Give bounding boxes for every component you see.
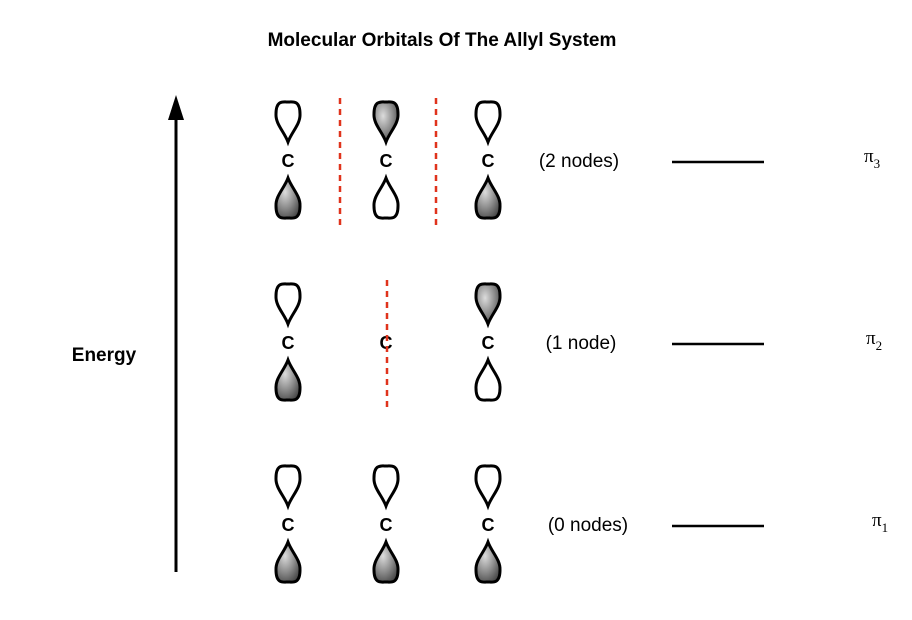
p-orbital-bottom-lobe [274,355,302,402]
p-orbital-top-lobe [372,464,400,511]
node-count-label: (2 nodes) [539,151,619,172]
p-orbital-bottom-lobe [372,173,400,220]
carbon-atom-label: C [482,515,495,535]
orbital-symbol: π1 [872,510,888,535]
carbon-atom-label: C [282,151,295,171]
p-orbital-top-lobe [274,282,302,329]
energy-axis-arrowhead [168,95,184,120]
p-orbital-bottom-lobe [474,355,502,402]
carbon-atom-label: C [282,333,295,353]
p-orbital-bottom-lobe [474,537,502,584]
carbon-atom-label: C [380,333,393,353]
node-count-label: (0 nodes) [548,515,628,536]
orbital-subscript: 3 [874,156,881,171]
p-orbital-top-lobe [274,464,302,511]
p-orbital-top-lobe [474,464,502,511]
p-orbital-top-lobe [474,282,502,329]
p-orbital-top-lobe [274,100,302,147]
orbital-row-pi3: C C C (2 nodes) π3 [274,98,880,228]
carbon-atom-label: C [380,515,393,535]
carbon-atom-label: C [482,151,495,171]
orbital-subscript: 2 [876,338,883,353]
orbital-symbol: π3 [864,146,880,171]
p-orbital-bottom-lobe [274,537,302,584]
orbital-symbol: π2 [866,328,882,353]
orbital-row-pi2: C C C (1 node) π2 [274,280,882,410]
p-orbital-top-lobe [372,100,400,147]
carbon-atom-label: C [482,333,495,353]
orbital-row-pi1: C C C (0 nodes) π1 [274,464,888,584]
p-orbital-bottom-lobe [372,537,400,584]
energy-axis [168,95,184,572]
node-count-label: (1 node) [546,333,617,354]
orbital-subscript: 1 [882,520,889,535]
p-orbital-bottom-lobe [274,173,302,220]
carbon-atom-label: C [282,515,295,535]
p-orbital-top-lobe [474,100,502,147]
energy-axis-label: Energy [72,345,137,366]
carbon-atom-label: C [380,151,393,171]
p-orbital-bottom-lobe [474,173,502,220]
diagram-title: Molecular Orbitals Of The Allyl System [268,30,617,51]
